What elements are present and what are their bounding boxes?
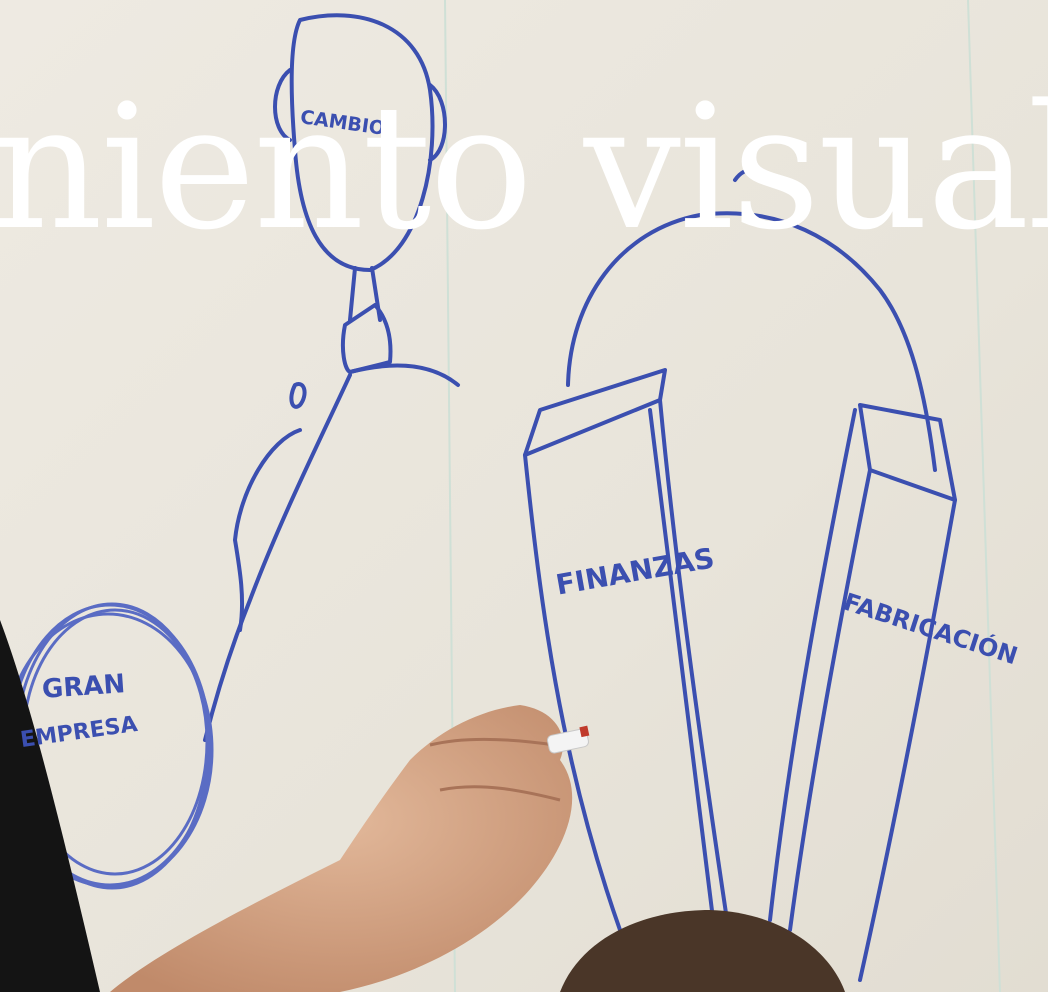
page-title: niento visual — [0, 82, 1048, 254]
circle-label-line1: GRAN — [41, 669, 126, 705]
